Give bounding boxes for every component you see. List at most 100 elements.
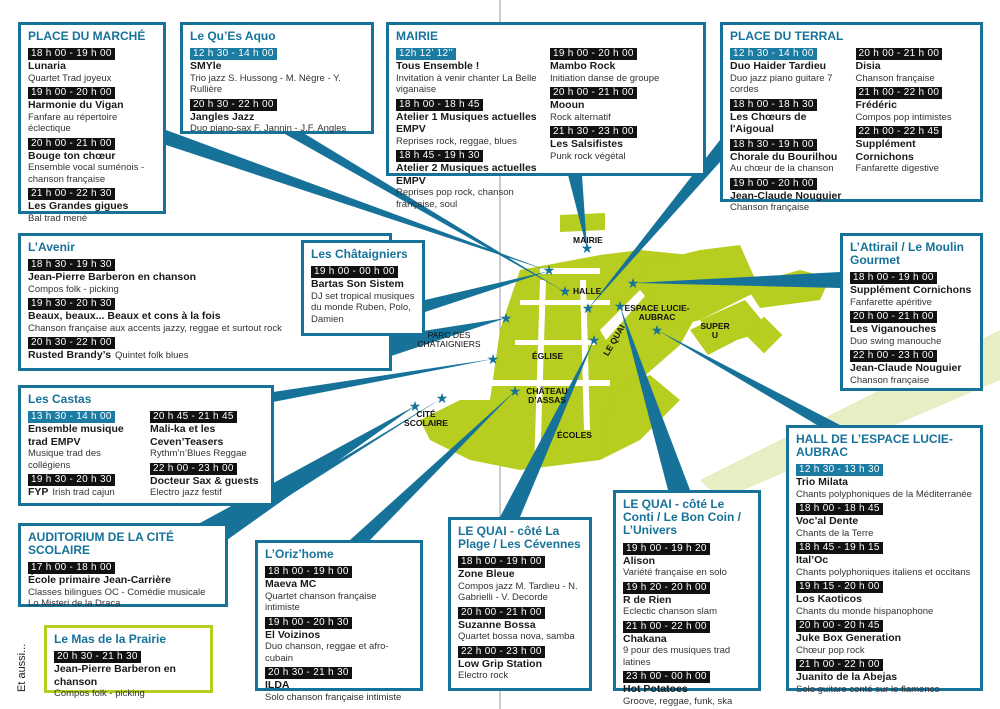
super-u-block [745,316,783,354]
artist-name: Low Grip Station [458,657,542,670]
map-label-eglise: ÉGLISE [532,351,564,361]
time-badge: 19 h 30 - 20 h 30 [28,298,115,311]
artist-description: Chanson française aux accents jazzy, reg… [28,322,282,334]
artist-description: DJ set tropical musiques du monde Ruben,… [311,290,415,325]
map-label-cite: CITÉ SCOLAIRE [404,409,448,428]
map-label-superu: SUPER U [700,321,730,340]
time-badge: 12h 12’ 12’’ [396,48,457,61]
artist-name: Voc’al Dente [796,515,859,528]
artist-name: Docteur Sax & guests [150,474,259,487]
artist-description: Fanfarette digestive [855,163,939,175]
venue-title: Les Châtaigniers [311,247,408,261]
time-badge: 20 h 00 - 21 h 00 [28,137,115,150]
artist-name: Harmonie du Vigan [28,99,124,112]
venue-pointers [166,130,840,540]
artist-description: Compos pop intimistes [855,111,952,123]
artist-description: Chants polyphoniques de la Méditerranée [796,488,972,500]
artist-name: Supplément Cornichons [855,138,916,163]
svg-text:★: ★ [500,310,513,326]
time-badge: 18 h 45 - 19 h 30 [396,150,483,163]
artist-name: Jean-Claude Nouguier [730,189,842,202]
artist-name: Atelier 1 Musiques actuelles EMPV [396,110,537,136]
artist-description: Chants du monde hispanophone [796,605,934,617]
time-badge: 20 h 00 - 20 h 45 [796,620,883,633]
artist-description: Punk rock végétal [550,150,626,162]
artist-description: Au chœur de la chanson [730,163,834,175]
artist-name: Lunaria [28,60,66,73]
artist-name: Mooun [550,99,585,112]
artist-description: Solo chanson française intimiste [265,691,402,703]
venue-title: PLACE DU MARCHÉ [28,29,146,43]
artist-description: Chœur pop rock [796,644,865,656]
time-badge: 20 h 00 - 21 h 00 [458,606,545,619]
venue-title: Le Mas de la Prairie [54,632,167,646]
time-badge: 20 h 00 - 21 h 00 [850,311,937,324]
artist-description: Groove, reggae, funk, ska [623,695,733,707]
time-badge: 19 h 00 - 20 h 00 [28,87,115,100]
artist-description: Trio jazz S. Hussong - M. Nègre - Y. Rul… [190,72,341,96]
time-badge: 13 h 30 - 14 h 00 [28,411,115,424]
artist-description: Rock alternatif [550,111,611,123]
artist-description: Duo jazz piano guitare 7 cordes [730,72,833,96]
artist-name: SMYle [190,60,222,73]
artist-name: Bartas Son Sistem [311,278,404,291]
venue-title: MAIRIE [396,29,438,43]
time-badge: 12 h 30 - 14 h 00 [730,48,817,61]
artist-description: Duo piano-sax F. Jannin - J.F. Angles [190,123,347,135]
artist-description: Chants de la Terre [796,527,874,539]
map-label-halle: HALLE [573,286,602,296]
artist-description: Rythm’n’Blues Reggae [150,448,247,460]
artist-name: Jean-Pierre Barberon en chanson [28,271,197,284]
artist-description: Quartet bossa nova, samba [458,631,575,643]
map-label-espace: ESPACE LUCIE-AUBRAC [624,303,690,322]
artist-description: Chanson française [855,72,935,84]
artist-name: Mali-ka et les Ceven’Teasers [150,423,224,448]
artist-description: Electro jazz festif [150,487,222,499]
svg-text:★: ★ [581,240,594,256]
artist-description: Fanfarette apéritive [850,296,932,308]
artist-name: Les Viganouches [850,323,937,336]
time-badge: 12 h 30 - 14 h 00 [190,48,277,61]
time-badge: 21 h 30 - 23 h 00 [550,126,637,139]
artist-name: Frédéric [855,99,897,112]
artist-name: Hot Potatoes [623,682,688,695]
venue-title: LE QUAI - côté Le Conti / Le Bon Coin / … [623,497,741,538]
artist-description: Duo chanson, reggae et afro-cubain [265,641,389,664]
time-badge: 18 h 00 - 18 h 30 [730,98,817,111]
artist-description: Initiation danse de groupe [550,72,660,84]
artist-description: Quartet chanson française intimiste [265,590,377,614]
artist-description: Musique trad des collégiens [28,448,101,471]
